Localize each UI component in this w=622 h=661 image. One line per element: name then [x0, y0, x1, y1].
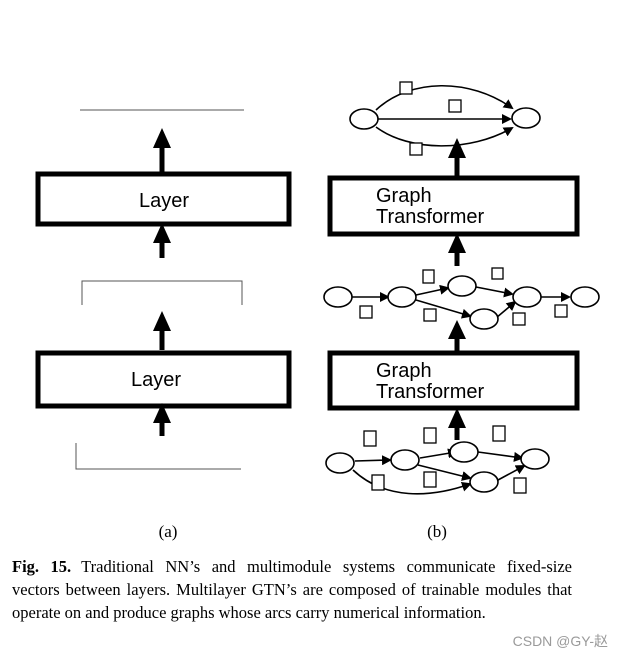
graph-transformer-top-label-line2: Transformer [376, 206, 485, 228]
arc-data-box [371, 474, 385, 491]
arc-data-box [554, 304, 568, 318]
graph-node [447, 275, 477, 297]
graph-transformer-bottom-label-line2: Transformer [376, 381, 485, 403]
arc-data-box [423, 308, 437, 322]
arrow-up-icon [448, 408, 466, 440]
graph-node [511, 107, 541, 129]
arrow-up-icon [153, 128, 171, 173]
arrow-up-icon [448, 320, 466, 352]
layer-box-bottom-label: Layer [131, 369, 181, 391]
graph-node [390, 449, 420, 471]
panel-b: Graph Transformer [323, 81, 600, 541]
arc-data-box [363, 430, 377, 447]
arc-data-box [423, 471, 437, 488]
graph-node [469, 308, 499, 330]
arc-data-box [512, 312, 526, 326]
arc-data-box [399, 81, 413, 95]
arc-data-box [491, 267, 504, 280]
arc-data-box [423, 427, 437, 444]
arc-data-box [448, 99, 462, 113]
layer-box-bottom [35, 350, 292, 409]
arrow-up-icon [448, 138, 466, 178]
arrow-up-icon [153, 311, 171, 350]
graph-node [387, 286, 417, 308]
caption-text: Traditional NN’s and multimodule systems… [12, 557, 572, 622]
figure-caption: Fig. 15.Traditional NN’s and multimodule… [12, 555, 572, 624]
arrow-up-icon [448, 233, 466, 266]
arc-data-box [492, 425, 506, 442]
graph-node [520, 448, 550, 470]
graph-node [570, 286, 600, 308]
graph-transformer-bottom-label-line1: Graph [376, 360, 432, 382]
graph-transformer-top-label-line1: Graph [376, 185, 432, 207]
graph-bottom [325, 425, 550, 495]
graph-node [469, 471, 499, 493]
arc-data-box [513, 477, 527, 494]
watermark: CSDN @GY-赵 [512, 633, 608, 649]
panel-a-sub-label: (a) [159, 522, 178, 541]
graph-top [349, 81, 541, 156]
graph-middle [323, 267, 600, 330]
graph-node [323, 286, 353, 308]
arrow-up-icon [153, 223, 171, 258]
graph-node [325, 452, 355, 474]
arc-data-box [422, 269, 435, 284]
figure-number: Fig. 15. [12, 557, 72, 576]
graph-node [449, 441, 479, 463]
arc-data-box [409, 142, 423, 156]
panel-a: Layer Layer (a) [35, 109, 292, 541]
graph-transformer-box-top [327, 175, 580, 237]
graph-node [512, 286, 542, 308]
graph-transformer-box-bottom [327, 350, 580, 411]
vector-bracket-middle [81, 280, 243, 305]
layer-box-top [35, 171, 292, 227]
layer-box-top-label: Layer [139, 190, 189, 212]
arc-data-box [359, 305, 373, 319]
graph-node [349, 108, 379, 130]
arrow-up-icon [153, 403, 171, 436]
vector-bracket-bottom [75, 443, 241, 470]
panel-b-sub-label: (b) [427, 522, 447, 541]
